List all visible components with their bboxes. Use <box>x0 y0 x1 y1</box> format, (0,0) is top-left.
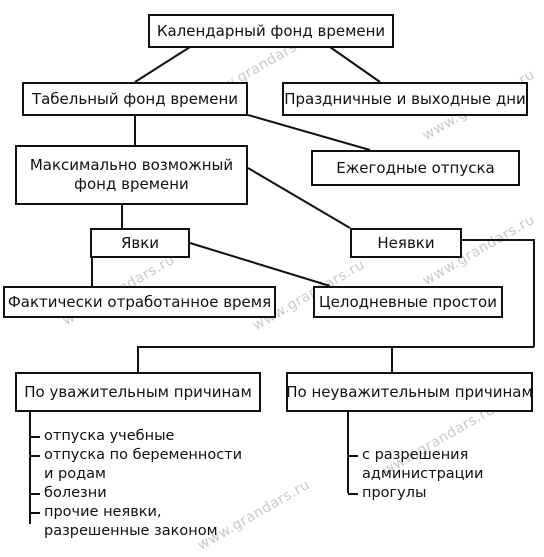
connector-line <box>247 114 371 151</box>
connector-line <box>462 239 535 347</box>
list-item: болезни <box>30 484 242 503</box>
node-annual-leave: Ежегодные отпуска <box>311 150 520 186</box>
valid-reasons-list: отпуска учебные отпуска по беременности … <box>30 427 242 541</box>
connector-line <box>189 242 331 287</box>
connector-line <box>247 167 351 229</box>
node-actual-worked: Фактически отработанное время <box>3 286 276 318</box>
list-item: разрешенные законом <box>44 523 218 539</box>
list-item: отпуска учебные <box>30 427 242 446</box>
list-item: и родам <box>44 466 106 482</box>
node-max-fund-line1: Максимально возможный <box>29 156 234 174</box>
list-item: прогулы <box>348 484 483 503</box>
list-item: администрации <box>362 466 484 482</box>
connector-line <box>329 46 381 83</box>
node-appearances: Явки <box>90 228 190 258</box>
node-calendar-fund: Календарный фонд времени <box>148 14 394 48</box>
list-item: отпуска по беременности <box>30 446 242 465</box>
node-max-fund: Максимально возможный фонд времени <box>15 145 248 205</box>
connector-line <box>134 46 191 83</box>
node-invalid-reasons: По неуважительным причинам <box>286 372 533 412</box>
list-item: прочие неявки, <box>30 503 242 522</box>
node-absences: Неявки <box>350 228 462 258</box>
node-max-fund-line2: фонд времени <box>74 175 189 193</box>
invalid-reasons-list: с разрешения администрации прогулы <box>348 446 483 503</box>
node-tabel-fund: Табельный фонд времени <box>22 82 248 116</box>
node-full-day-idle: Целодневные простои <box>313 286 503 318</box>
list-item: с разрешения <box>348 446 483 465</box>
connector-line <box>137 346 534 372</box>
node-valid-reasons: По уважительным причинам <box>15 372 261 412</box>
node-holidays: Праздничные и выходные дни <box>282 82 528 116</box>
